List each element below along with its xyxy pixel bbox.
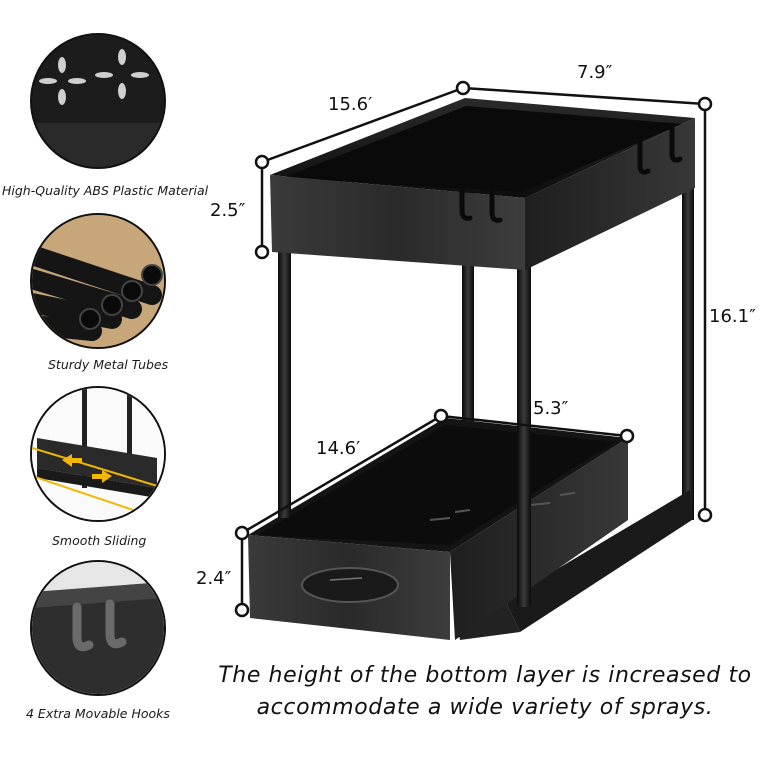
- dimension-total-height: 16.1″: [709, 306, 756, 327]
- dimension-bottom-length: 14.6′: [316, 438, 361, 459]
- caption-line-2: accommodate a wide variety of sprays.: [256, 695, 714, 720]
- sliding-drawer-detail-icon: [30, 386, 166, 522]
- dimension-bottom-width: 5.3″: [533, 398, 569, 419]
- feature-label-abs-plastic: High-Quality ABS Plastic Material: [2, 183, 209, 198]
- dimension-top-length: 15.6′: [328, 94, 373, 115]
- front-tubes: [278, 248, 531, 607]
- caption-line-1: The height of the bottom layer is increa…: [218, 663, 752, 688]
- dimension-top-height: 2.5″: [210, 200, 246, 221]
- bottom-drawer: [248, 418, 628, 640]
- metal-tubes-detail-icon: [30, 213, 166, 349]
- hooks-detail-icon: [30, 560, 166, 696]
- feature-label-metal-tubes: Sturdy Metal Tubes: [48, 357, 169, 372]
- dimension-lines: [234, 80, 713, 618]
- feature-label-smooth-sliding: Smooth Sliding: [52, 533, 147, 548]
- hook-icons: [459, 125, 683, 223]
- feature-label-movable-hooks: 4 Extra Movable Hooks: [26, 706, 170, 721]
- dimension-top-width: 7.9″: [577, 62, 613, 83]
- top-basket: [270, 98, 695, 270]
- drawer-handle: [301, 567, 399, 603]
- dimension-bottom-height: 2.4″: [196, 568, 232, 589]
- caption: The height of the bottom layer is increa…: [210, 660, 760, 724]
- abs-plastic-detail-icon: [30, 33, 166, 169]
